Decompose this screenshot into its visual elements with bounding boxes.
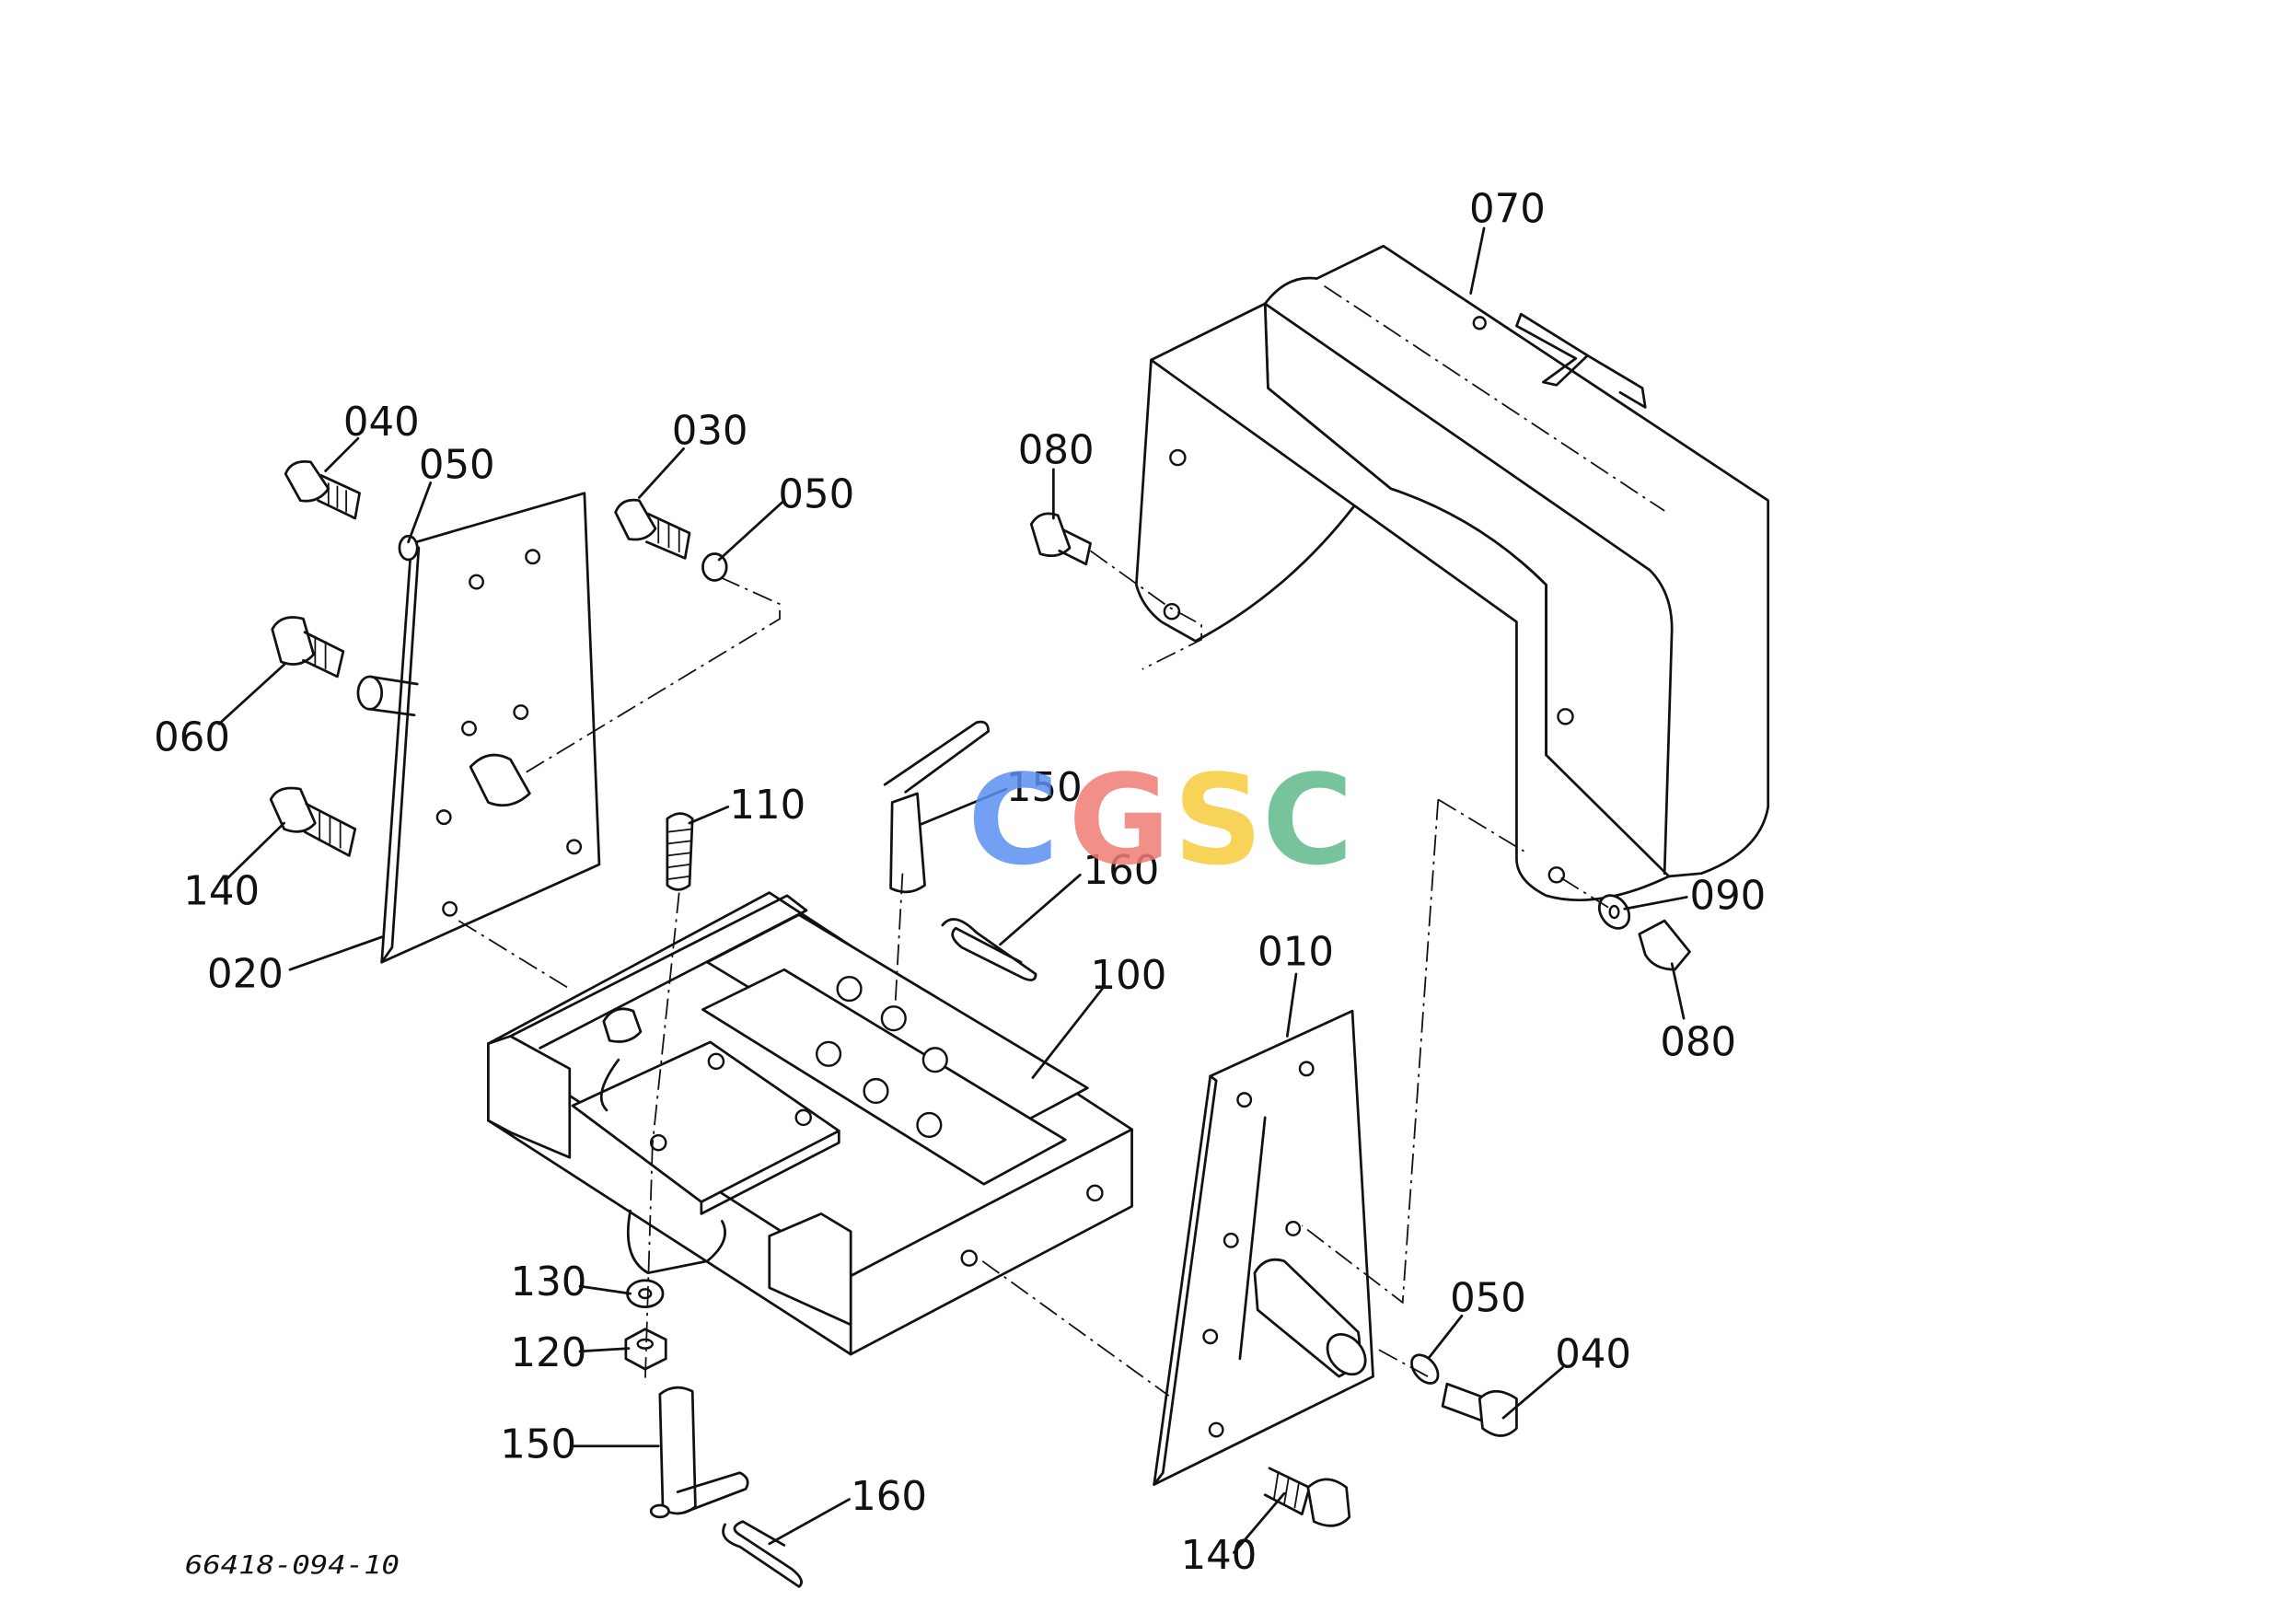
callout-160: 160	[1084, 848, 1160, 894]
leader-line-050	[717, 499, 786, 562]
callout-010: 010	[1257, 929, 1334, 975]
callout-100: 100	[1091, 953, 1167, 999]
leader-line-150	[919, 787, 1008, 827]
leader-line-020	[288, 935, 384, 971]
leader-line-110	[688, 806, 730, 825]
part-010-right-plate	[1153, 1009, 1374, 1486]
callout-040: 040	[343, 400, 420, 446]
callout-120: 120	[511, 1330, 587, 1376]
reference-number: 66418-094-10	[185, 1551, 400, 1580]
leader-line-120	[578, 1347, 631, 1353]
part-020-left-plate	[356, 492, 601, 964]
leader-line-130	[578, 1284, 632, 1295]
leader-line-010	[1285, 972, 1298, 1038]
callout-030: 030	[672, 409, 748, 455]
leader-line-100	[1031, 987, 1104, 1079]
callout-050: 050	[419, 443, 495, 489]
leader-line-040	[1501, 1366, 1564, 1420]
cgsc-watermark: C G S C	[968, 748, 1353, 892]
callout-160: 160	[851, 1474, 927, 1520]
leader-line-140	[223, 821, 285, 883]
assembly-center-lines	[458, 284, 1665, 1397]
callout-080: 080	[1018, 427, 1095, 473]
leader-line-080	[1670, 962, 1686, 1020]
callout-150: 150	[500, 1422, 576, 1468]
leader-line-140	[1233, 1491, 1286, 1554]
leader-line-060	[217, 662, 287, 725]
part-070-cover	[1135, 244, 1770, 901]
callout-130: 130	[511, 1259, 587, 1305]
leader-line-160	[768, 1498, 851, 1546]
leader-line-030	[637, 447, 685, 499]
callout-090: 090	[1689, 873, 1766, 919]
callout-150: 150	[1006, 765, 1083, 811]
callout-080: 080	[1660, 1019, 1736, 1065]
callout-020: 020	[207, 951, 284, 997]
callout-110: 110	[729, 783, 805, 829]
watermark-letter-c2: C	[1262, 748, 1353, 892]
callout-140: 140	[183, 868, 260, 914]
leader-line-070	[1469, 226, 1486, 296]
leader-line-040	[324, 436, 360, 472]
leader-line-050	[1428, 1314, 1464, 1359]
leader-line-050	[407, 481, 433, 544]
callout-050: 050	[1450, 1275, 1526, 1321]
leader-line-090	[1623, 896, 1688, 911]
part-100-slide-frame	[487, 891, 1133, 1356]
leader-line-160	[999, 873, 1082, 946]
callout-050: 050	[778, 472, 854, 518]
callout-040: 040	[1555, 1332, 1631, 1378]
watermark-letter-c1: C	[968, 748, 1059, 892]
watermark-letter-s: S	[1174, 748, 1263, 892]
callout-060: 060	[154, 714, 230, 760]
fasteners	[269, 460, 1691, 1588]
callout-140: 140	[1181, 1533, 1257, 1579]
callout-070: 070	[1469, 187, 1546, 233]
watermark-letter-g: G	[1068, 748, 1170, 892]
